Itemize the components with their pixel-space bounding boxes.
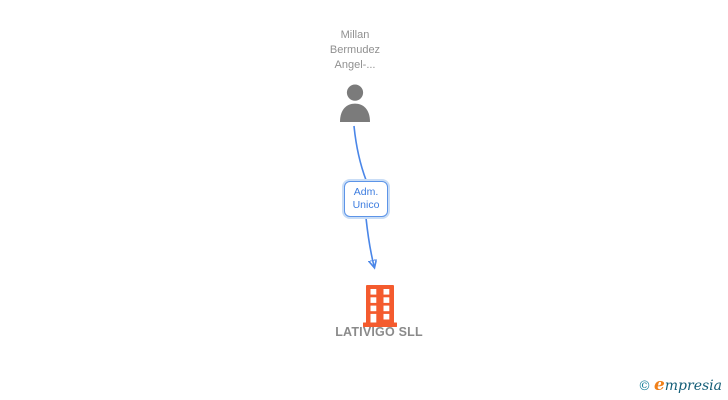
person-icon[interactable] [337,84,373,122]
role-box[interactable]: Adm. Unico [344,181,388,217]
person-name-line: Millan [340,29,370,41]
copyright-icon: © [637,379,651,394]
edge-role-to-company [365,217,374,266]
watermark-brand-initial: e [653,375,665,395]
role-label-line: Unico [352,199,380,211]
role-label-line: Adm. [353,186,379,198]
person-name-label[interactable]: Millan Bermudez Angel-... [295,28,415,73]
building-icon[interactable] [363,285,397,327]
company-name-label[interactable]: LATIVIGO SLL [335,325,423,339]
person-name-line: Angel-... [334,59,376,71]
watermark-logo[interactable]: ©empresia [638,377,722,395]
watermark-brand-rest: mpresia [664,378,722,394]
person-name-line: Bermudez [329,44,381,56]
edge-person-to-role [353,125,367,181]
